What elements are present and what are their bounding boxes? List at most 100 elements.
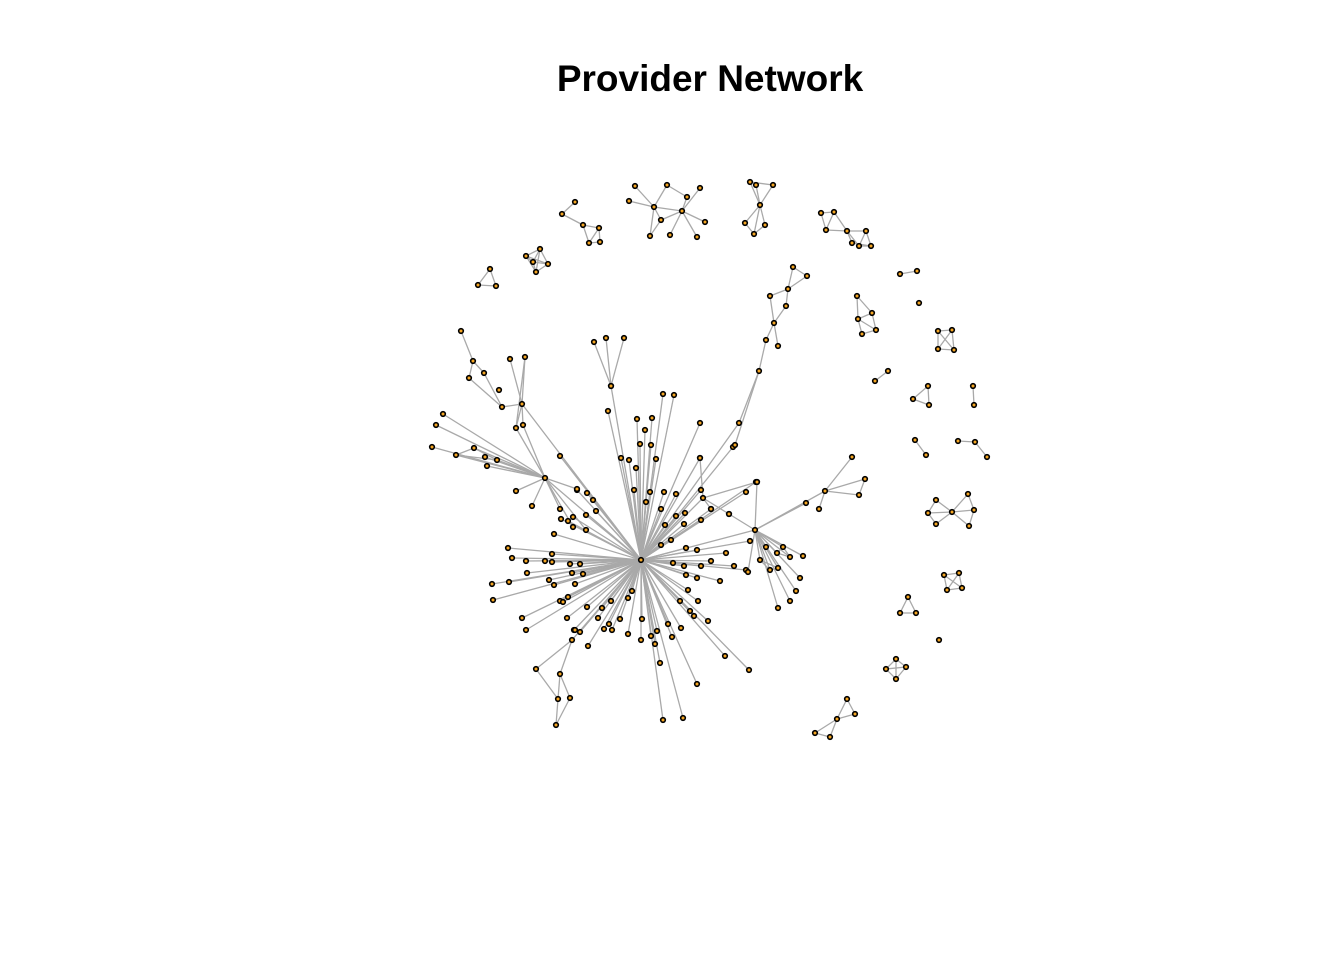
network-node <box>682 571 690 579</box>
network-node <box>541 557 549 565</box>
network-node <box>970 506 978 514</box>
network-edge <box>603 559 642 630</box>
network-node <box>744 568 752 576</box>
network-node <box>731 441 739 449</box>
network-edge <box>681 210 698 238</box>
network-node <box>652 455 660 463</box>
network-node <box>868 309 876 317</box>
network-node <box>684 586 692 594</box>
network-edge <box>477 268 491 286</box>
network-node <box>668 633 676 641</box>
network-edge <box>951 493 969 513</box>
network-edge <box>951 509 975 513</box>
network-node <box>756 201 764 209</box>
network-node <box>896 609 904 617</box>
network-node <box>563 614 571 622</box>
network-node <box>699 494 707 502</box>
network-edge <box>972 385 975 406</box>
network-node <box>680 520 688 528</box>
network-node <box>884 367 892 375</box>
network-edge <box>753 204 761 235</box>
network-node <box>564 517 572 525</box>
network-node <box>568 636 576 644</box>
network-edge <box>825 229 848 232</box>
network-node <box>970 401 978 409</box>
network-node <box>826 733 834 741</box>
network-edge <box>515 427 546 479</box>
network-node <box>854 315 862 323</box>
network-edge <box>593 341 612 387</box>
network-node <box>659 390 667 398</box>
network-edge <box>754 529 767 548</box>
network-node <box>595 224 603 232</box>
network-node <box>582 511 590 519</box>
network-node <box>909 395 917 403</box>
network-node <box>756 556 764 564</box>
network-node <box>647 632 655 640</box>
network-edge <box>728 513 756 531</box>
network-node <box>657 216 665 224</box>
network-edge <box>610 337 625 387</box>
network-node <box>552 721 560 729</box>
network-node <box>550 530 558 538</box>
network-node <box>583 489 591 497</box>
network-edge <box>544 477 578 490</box>
network-node <box>628 587 636 595</box>
network-edge <box>640 497 704 561</box>
network-node <box>566 560 574 568</box>
network-edge <box>573 559 642 631</box>
network-node <box>964 490 972 498</box>
network-node <box>696 419 704 427</box>
network-node <box>648 414 656 422</box>
network-node <box>557 515 565 523</box>
network-edge <box>544 477 587 531</box>
network-node <box>532 268 540 276</box>
network-node <box>488 580 496 588</box>
network-node <box>786 553 794 561</box>
network-edge <box>818 490 826 510</box>
network-node <box>950 346 958 354</box>
network-edge <box>535 248 541 273</box>
network-edge <box>669 210 683 236</box>
network-edge <box>857 318 877 331</box>
network-edge <box>640 457 701 561</box>
network-node <box>541 474 549 482</box>
network-node <box>483 462 491 470</box>
network-edge <box>576 489 642 561</box>
chart-title: Provider Network <box>556 58 864 99</box>
network-node <box>582 526 590 534</box>
network-node <box>954 437 962 445</box>
network-edge <box>836 698 848 720</box>
network-edge <box>885 666 907 670</box>
network-edge <box>525 255 549 265</box>
network-node <box>681 509 689 517</box>
network-edge <box>660 210 683 221</box>
network-node <box>512 424 520 432</box>
network-node <box>902 663 910 671</box>
network-node <box>647 441 655 449</box>
network-edge <box>521 559 642 619</box>
network-node <box>657 505 665 513</box>
network-edge <box>825 211 835 231</box>
network-node <box>858 330 866 338</box>
network-node <box>971 438 979 446</box>
network-node <box>579 570 587 578</box>
network-node <box>934 327 942 335</box>
network-edge <box>824 456 853 492</box>
network-node <box>892 675 900 683</box>
network-edge <box>640 559 726 657</box>
network-node <box>590 338 598 346</box>
network-edge <box>521 403 642 561</box>
network-node <box>638 615 646 623</box>
network-node <box>651 640 659 648</box>
network-edge <box>640 422 740 561</box>
network-node <box>913 267 921 275</box>
network-edge <box>914 439 927 456</box>
network-node <box>554 695 562 703</box>
network-node <box>536 245 544 253</box>
network-node <box>802 499 810 507</box>
network-edge <box>515 356 526 429</box>
network-node <box>585 239 593 247</box>
network-node <box>630 486 638 494</box>
network-node <box>505 578 513 586</box>
